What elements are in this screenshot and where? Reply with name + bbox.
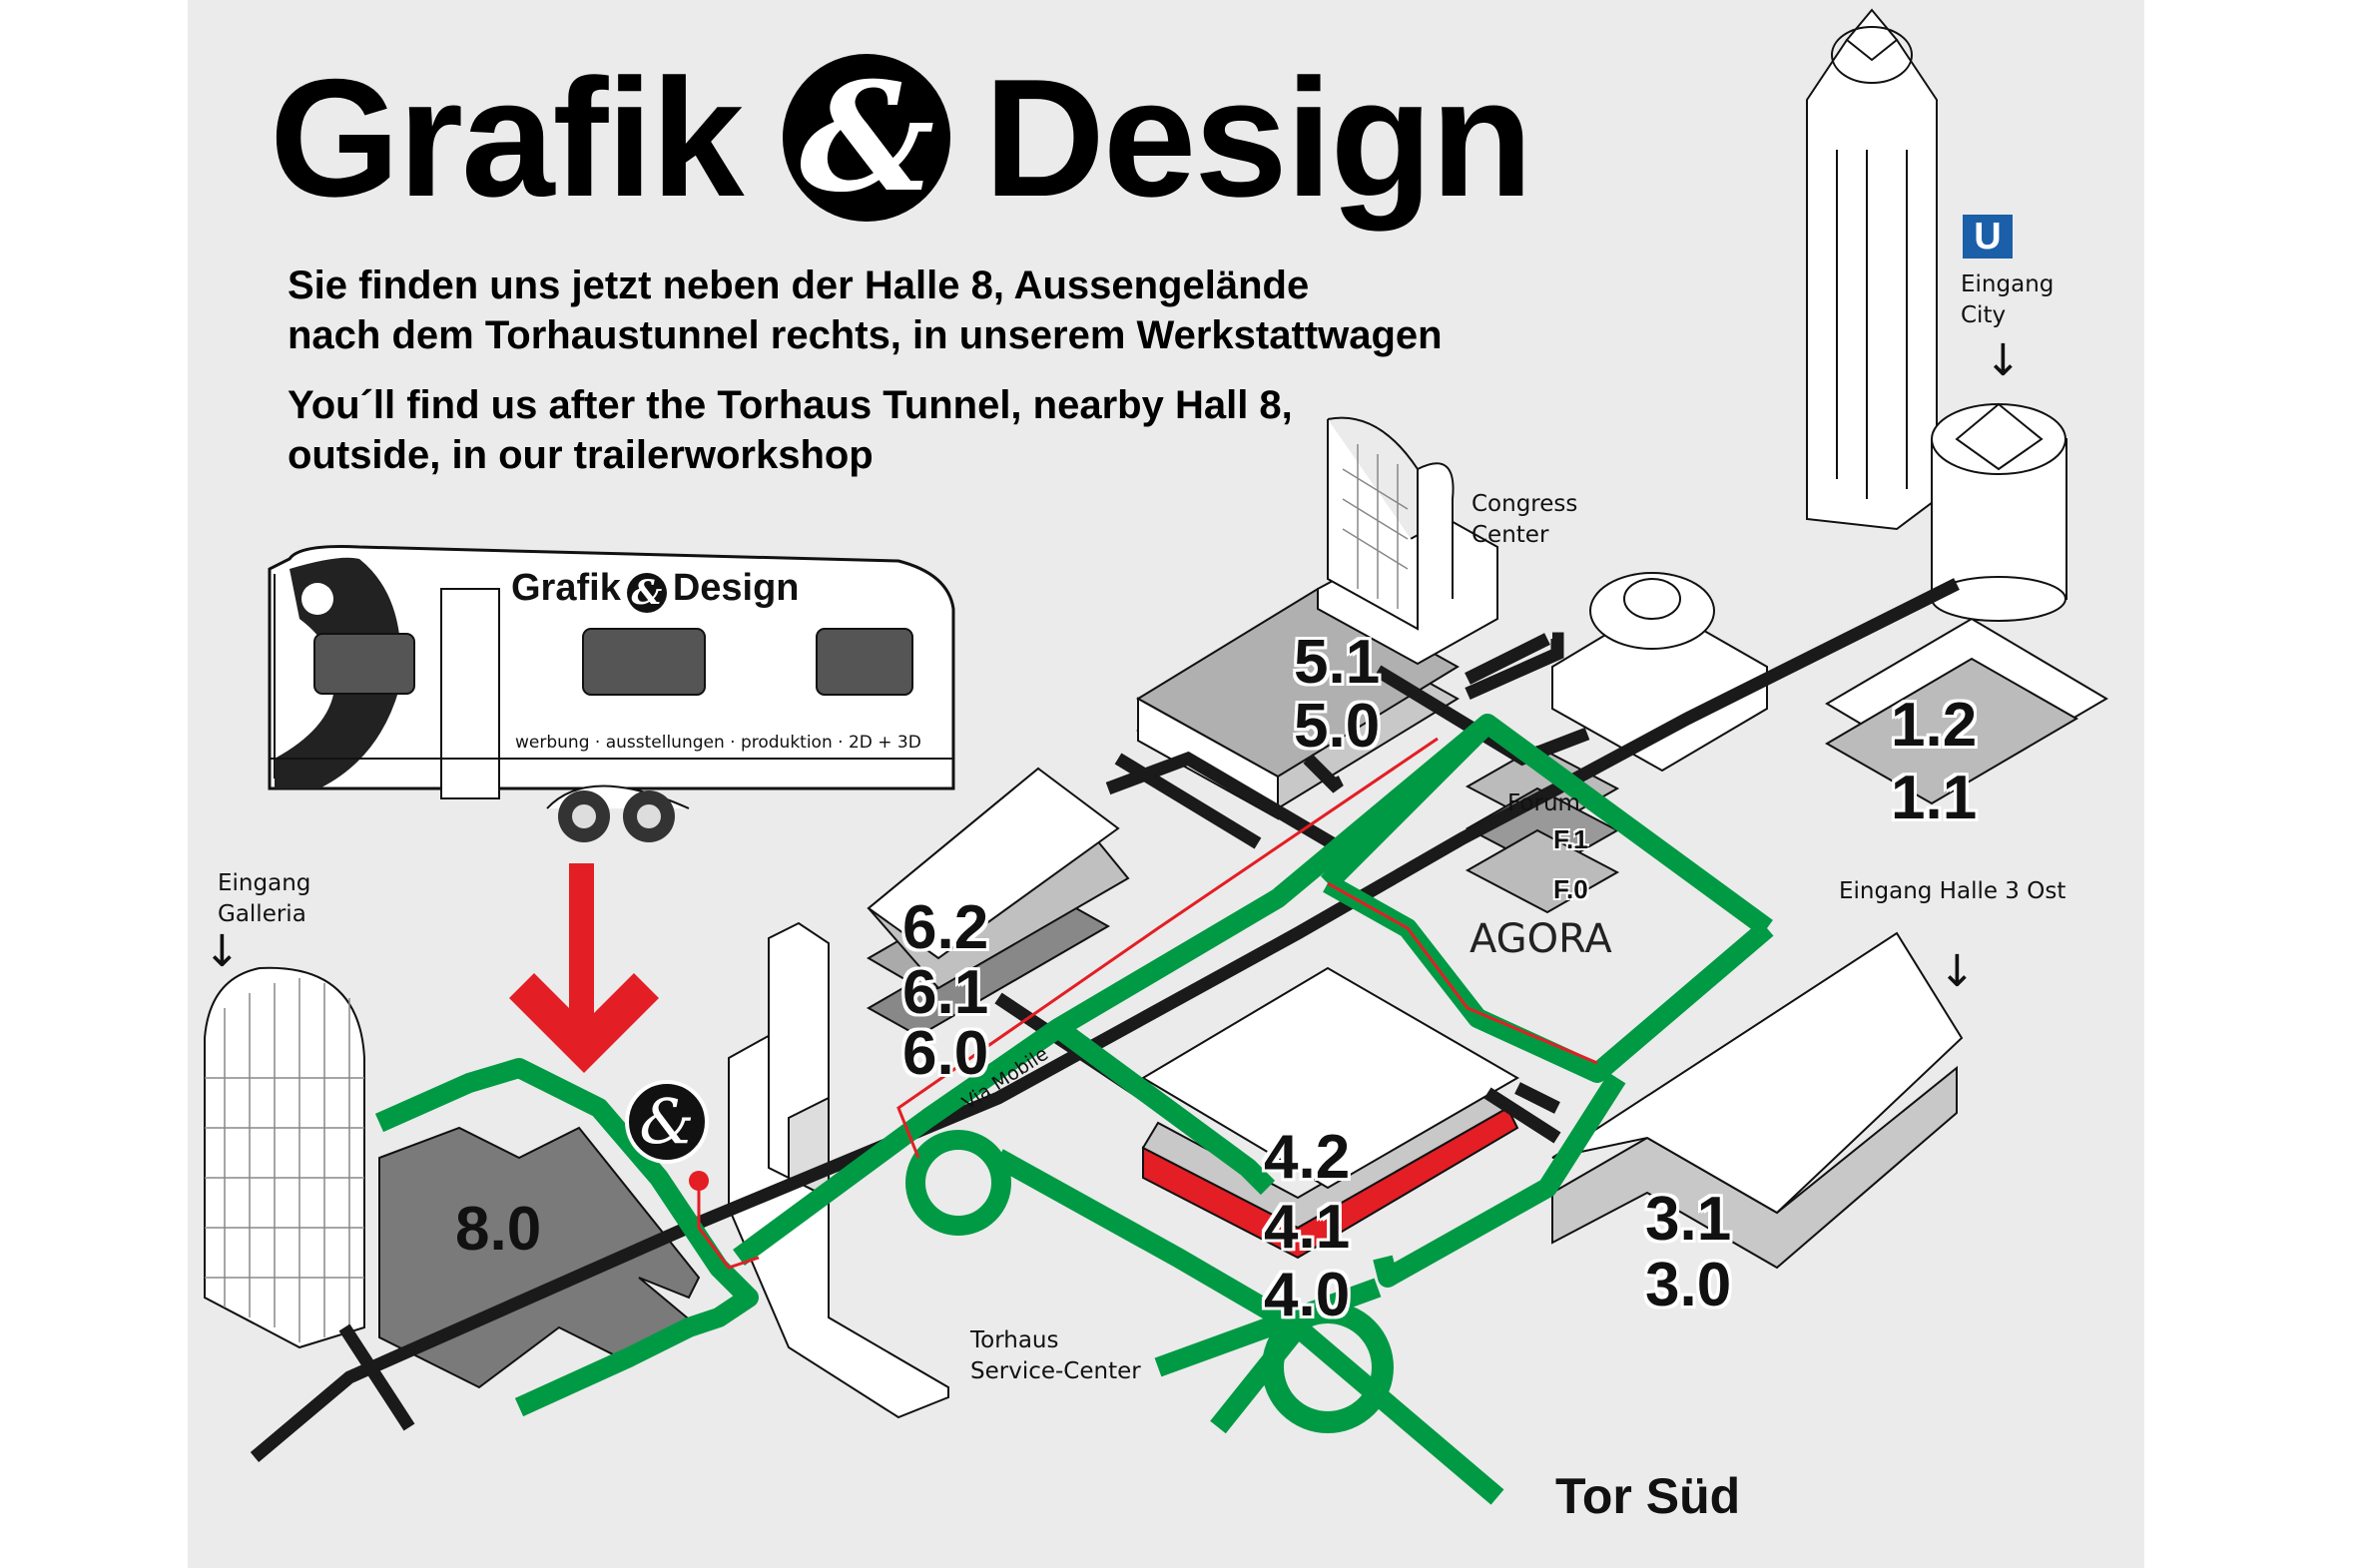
label-forum: Forum [1507, 790, 1580, 816]
label-torhaus: Torhaus Service-Center [970, 1327, 1141, 1384]
trailer-illustration [268, 545, 955, 842]
hall-label-1-1: 1.1 [1891, 764, 1978, 832]
hall-6-building [866, 767, 1130, 1038]
hall-4-building [1141, 966, 1519, 1260]
intro-en-line1: You´ll find us after the Torhaus Tunnel,… [288, 383, 1293, 427]
u-bahn-icon: U [1963, 215, 2013, 259]
green-route [374, 714, 1774, 1505]
ampersand-logo: & [782, 53, 950, 222]
trailer-amp-logo: & [626, 573, 667, 613]
title-grafik: Grafik [270, 43, 745, 232]
torhaus-building [728, 921, 949, 1419]
galleria-building [204, 966, 365, 1349]
intro-de-line2: nach dem Torhaustunnel rechts, in unsere… [288, 313, 1443, 357]
hall-label-f0: F.0 [1553, 874, 1588, 904]
trailer-tagline: werbung · ausstellungen · produktion · 2… [515, 733, 921, 753]
title-design: Design [983, 43, 1533, 232]
intro-en-line2: outside, in our trailerworkshop [288, 433, 874, 477]
hall-label-4-0: 4.0 [1264, 1261, 1351, 1329]
hall-label-4-1: 4.1 [1264, 1193, 1351, 1262]
label-tor-sued: Tor Süd [1555, 1468, 1741, 1524]
hall-label-f1: F.1 [1553, 824, 1588, 854]
hall-label-4-2: 4.2 [1264, 1123, 1351, 1192]
trailer-brand-left: Grafik [511, 567, 621, 609]
hall-label-3-1: 3.1 [1645, 1185, 1732, 1254]
hall-3-building [1551, 931, 1964, 1270]
trailer-brand-right: Design [672, 567, 800, 609]
location-marker: & [625, 1080, 709, 1164]
arrow-down-icon: ↓ [204, 926, 241, 977]
messeturm-tower [1806, 8, 2067, 622]
roundabout-south [1262, 1302, 1394, 1433]
hall-label-1-2: 1.2 [1891, 691, 1978, 760]
hall-label-6-1: 6.1 [902, 958, 989, 1027]
hall-1-building [1825, 617, 2108, 805]
hall-label-3-0: 3.0 [1645, 1251, 1732, 1319]
intro-de-line1: Sie finden uns jetzt neben der Halle 8, … [288, 263, 1310, 307]
page-title: Grafik&Design [270, 40, 1533, 232]
hall-label-5-0: 5.0 [1294, 692, 1381, 761]
destination-dot [689, 1171, 709, 1191]
label-congress-center: Congress Center [1472, 491, 1578, 548]
congress-center-building [1317, 416, 1498, 666]
label-eingang-galleria: Eingang Galleria [218, 870, 311, 927]
hall-label-6-2: 6.2 [902, 893, 989, 962]
arrow-down-icon: ↓ [1985, 335, 2022, 386]
label-eingang-halle3: Eingang Halle 3 Ost [1839, 878, 2066, 904]
festhalle-building [1551, 572, 1768, 773]
hall-label-8-0: 8.0 [455, 1195, 542, 1264]
label-agora: AGORA [1470, 916, 1612, 962]
roundabout-west [905, 1130, 1011, 1236]
trailer-brand: Grafik&Design [511, 567, 800, 613]
red-arrow [509, 863, 659, 1073]
label-eingang-city: Eingang City [1961, 271, 2055, 328]
hall-label-6-0: 6.0 [902, 1019, 989, 1088]
arrow-down-icon: ↓ [1939, 946, 1976, 997]
hall-label-5-1: 5.1 [1294, 628, 1381, 697]
red-path [697, 737, 1598, 1270]
